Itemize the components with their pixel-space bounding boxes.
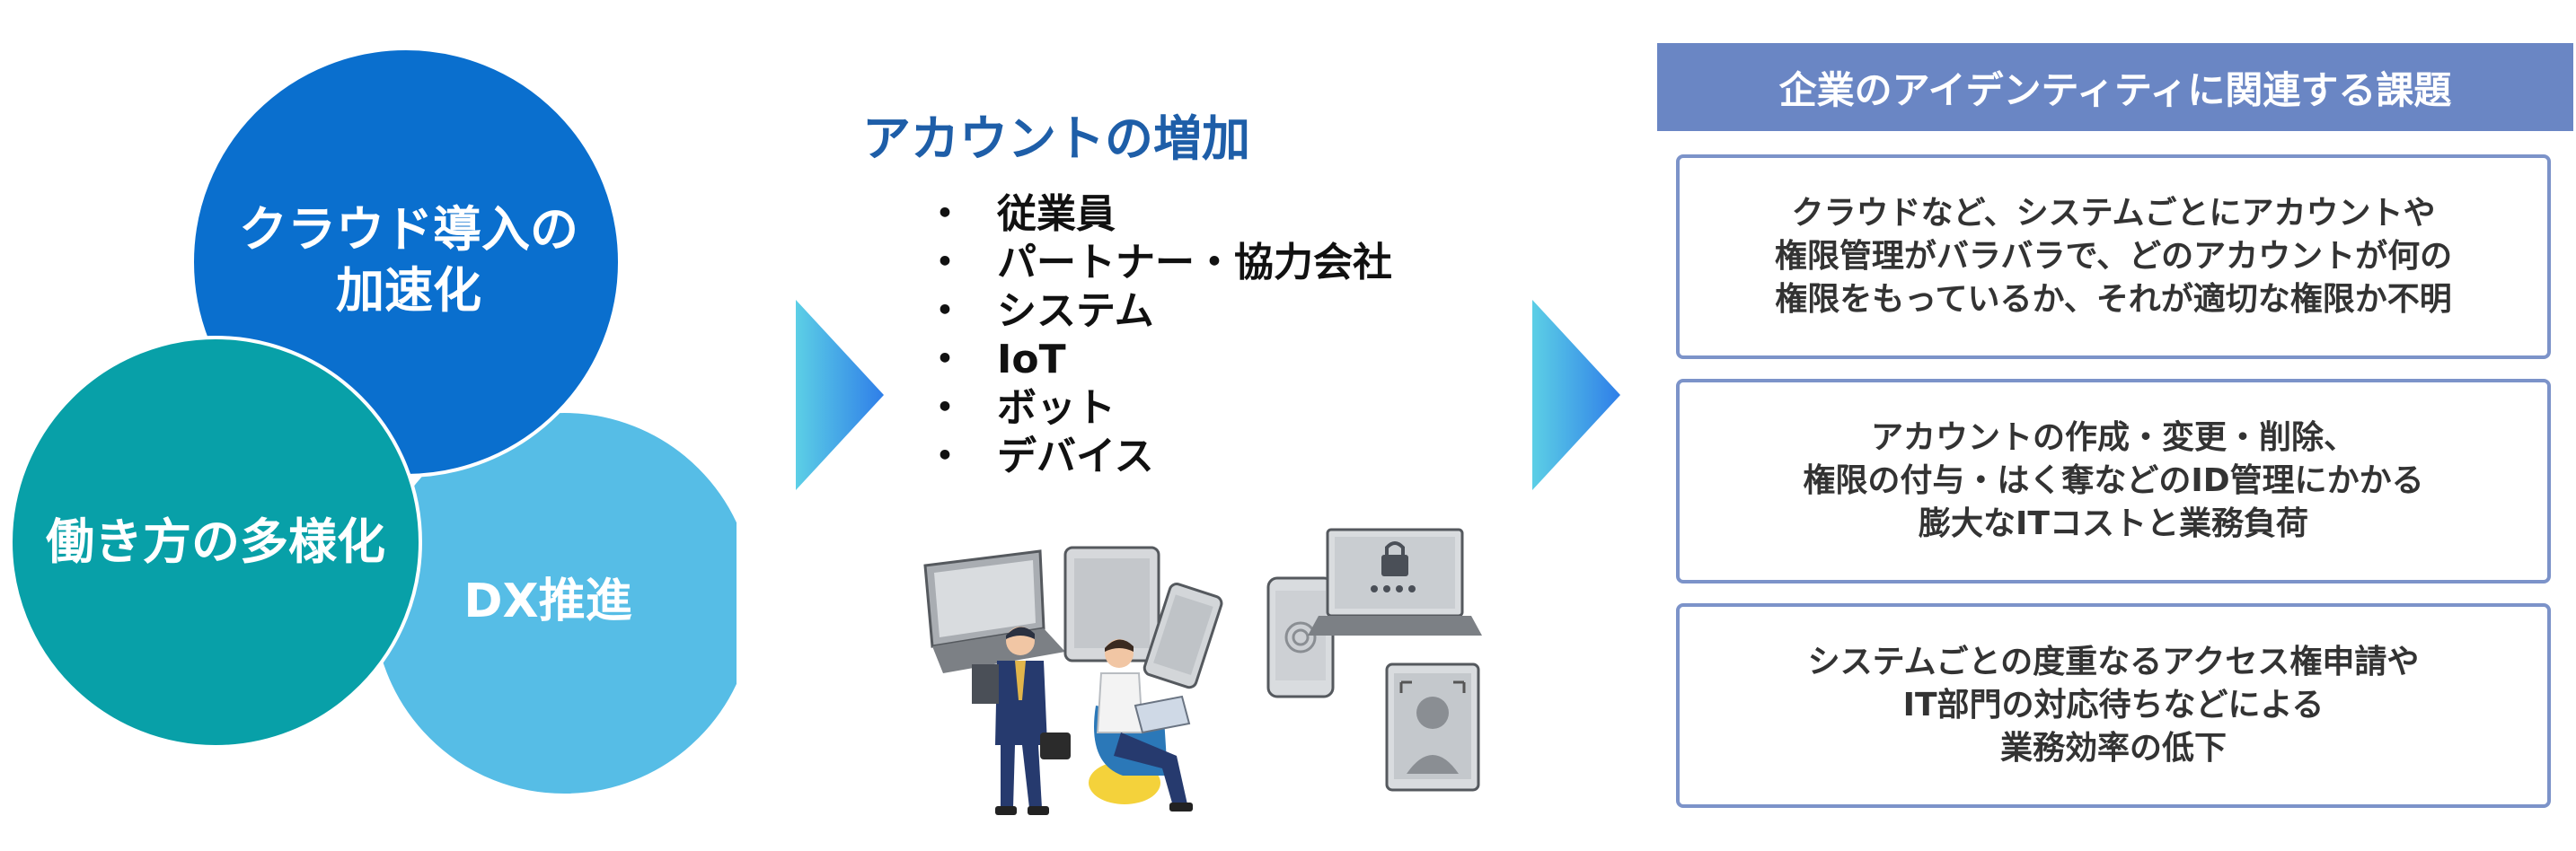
- bullet: ・: [925, 434, 965, 479]
- seated-person-figure: [1089, 639, 1193, 812]
- issue-text: IT部門の対応待ちなどによる: [1902, 687, 2325, 724]
- issue-text: 権限をもっているか、それが適切な権限か不明: [1775, 281, 2452, 318]
- arrow-right-icon: [1532, 300, 1620, 490]
- bullet: ・: [925, 288, 965, 334]
- issues-header: 企業のアイデンティティに関連する課題: [1657, 43, 2573, 131]
- drivers-venn: [9, 47, 737, 797]
- lock-laptop-icon: [1308, 528, 1482, 636]
- list-item: ・デバイス: [925, 434, 1154, 479]
- list-item: ・パートナー・協力会社: [925, 240, 1392, 285]
- issue-text: 業務効率の低下: [1999, 730, 2227, 767]
- issue-card: クラウドなど、システムごとにアカウントや 権限管理がバラバラで、どのアカウントが…: [1676, 154, 2551, 359]
- list-item: ・IoT: [925, 337, 1066, 382]
- face-recognition-tablet-icon: [1385, 662, 1480, 792]
- businessman-figure: [972, 627, 1071, 815]
- tablet-icon: [1063, 546, 1160, 662]
- issue-text: アカウントの作成・変更・削除、: [1870, 419, 2356, 456]
- issue-text: 権限の付与・はく奪などのID管理にかかる: [1803, 462, 2424, 499]
- bullet: ・: [925, 240, 965, 285]
- issue-text: 膨大なITコストと業務負荷: [1919, 505, 2308, 542]
- account-types-list: ・従業員 ・パートナー・協力会社 ・システム ・IoT ・ボット ・デバイス: [925, 190, 1392, 481]
- bullet: ・: [925, 191, 965, 237]
- bullet: ・: [925, 385, 965, 431]
- issue-text: システムごとの度重なるアクセス権申請や: [1807, 644, 2420, 680]
- issue-text: 権限管理がバラバラで、どのアカウントが何の: [1774, 238, 2453, 275]
- accounts-title: アカウントの増加: [862, 110, 1250, 167]
- arrow-right-icon: [796, 300, 884, 490]
- cloud-label: クラウド導入の 加速化: [239, 201, 578, 319]
- workstyle-circle: [9, 336, 422, 749]
- list-item: ・従業員: [925, 191, 1116, 237]
- laptop-icon: [923, 549, 1065, 673]
- workstyle-label: 働き方の多様化: [46, 513, 385, 570]
- list-item: ・システム: [925, 288, 1154, 334]
- issue-text: クラウドなど、システムごとにアカウントや: [1791, 195, 2436, 232]
- devices-illustration: [923, 528, 1482, 815]
- bullet: ・: [925, 337, 965, 382]
- smartphone-icon: [1142, 583, 1223, 689]
- list-item: ・ボット: [925, 385, 1116, 431]
- issue-card: アカウントの作成・変更・削除、 権限の付与・はく奪などのID管理にかかる 膨大な…: [1676, 379, 2551, 583]
- fingerprint-phone-icon: [1266, 576, 1335, 698]
- issue-card: システムごとの度重なるアクセス権申請や IT部門の対応待ちなどによる 業務効率の…: [1676, 603, 2551, 808]
- dx-label: DX推進: [463, 575, 632, 628]
